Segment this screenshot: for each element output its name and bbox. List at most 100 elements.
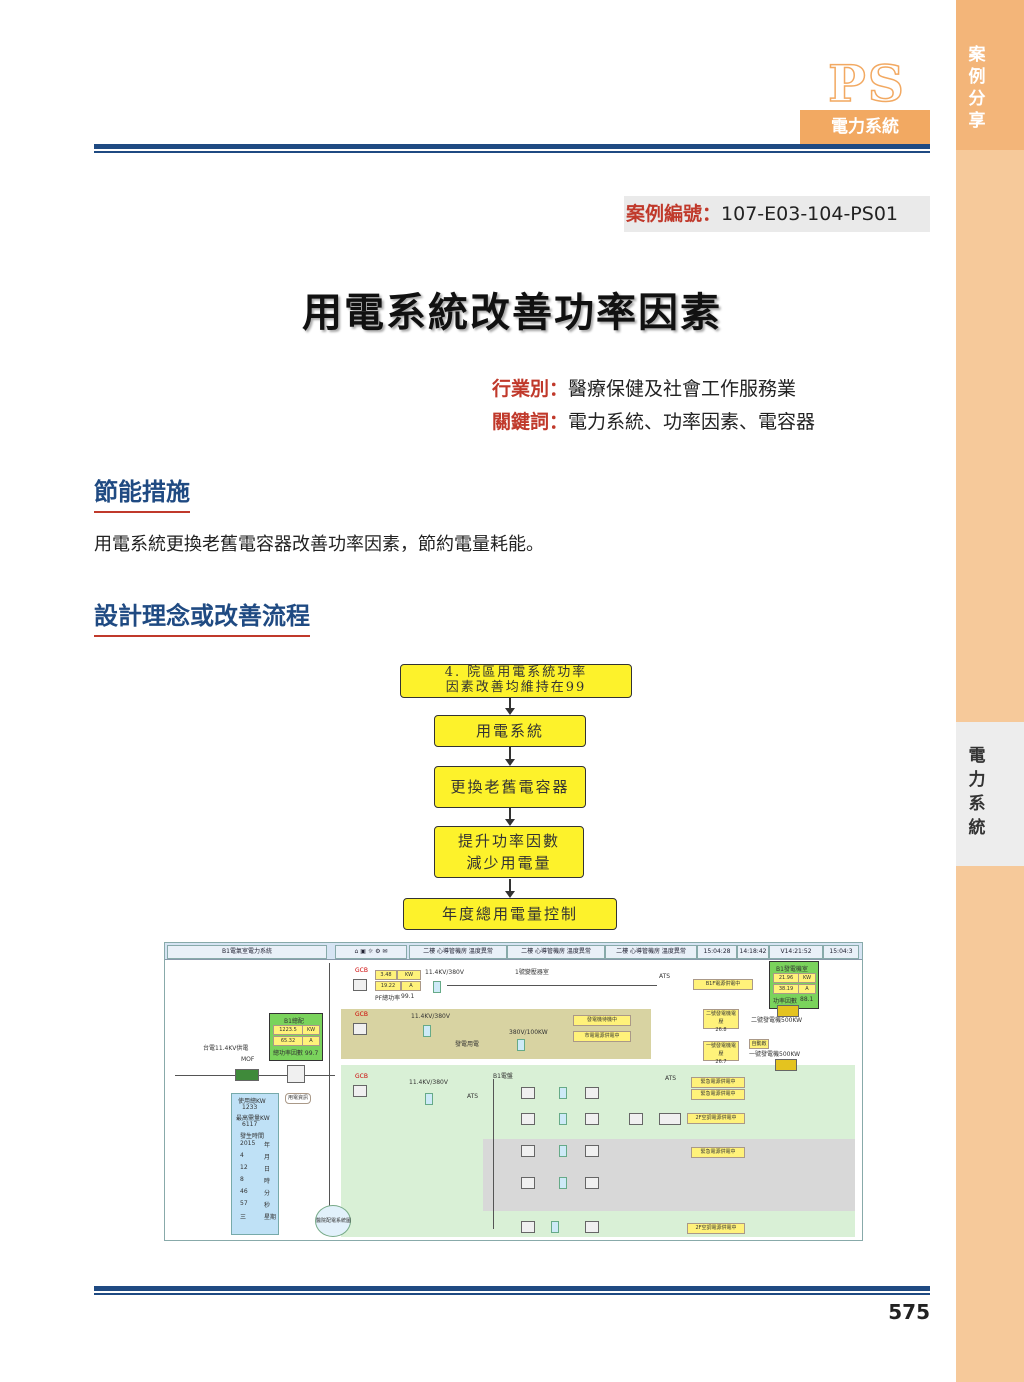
scada-info-row-value: 12 <box>240 1164 248 1171</box>
scada-transformer-2 <box>423 1025 431 1037</box>
scada-dist-bus <box>493 1079 494 1229</box>
flow-arrow-3 <box>509 807 511 820</box>
flow-arrow-1 <box>509 697 511 709</box>
case-number-key: 案例編號： <box>626 203 722 225</box>
scada-dist-cap-1 <box>559 1087 567 1099</box>
scada-gen2-label: 二號發電機500KW <box>751 1017 803 1024</box>
scada-dist-cap-4 <box>559 1177 567 1189</box>
scada-info-label-1: 使用總KW <box>238 1098 266 1105</box>
keywords-key: 關鍵詞： <box>492 411 569 433</box>
scada-detail-button[interactable]: 用電資訊 <box>285 1093 311 1104</box>
scada-b1-main-kw: 1223.5 <box>273 1025 303 1035</box>
scada-gen1-icon[interactable] <box>775 1059 797 1071</box>
scada-grid-in: 台電11.4KV供電 <box>203 1045 249 1052</box>
scada-main-bus <box>329 963 330 1233</box>
scada-gcb3-switch[interactable] <box>353 1085 367 1097</box>
scada-gen1-reading: 一號發電機電壓 26.7 <box>703 1041 739 1065</box>
scada-gcb1-v2: 19.22 <box>375 981 401 991</box>
flow-box-4-line1: 提升功率因數 <box>457 832 560 850</box>
scada-dist-switch-2[interactable] <box>585 1087 599 1099</box>
scada-info-row-value: 8 <box>240 1176 244 1183</box>
section-design-title: 設計理念或改善流程 <box>94 596 310 637</box>
scada-info-row-value: 4 <box>240 1152 244 1159</box>
scada-v1-label: 1號變壓器室 <box>515 969 549 976</box>
scada-b1-main-title: B1總配 <box>284 1018 304 1025</box>
scada-dist-switch-9[interactable] <box>585 1177 599 1189</box>
scada-gcb1-switch[interactable] <box>353 979 367 991</box>
scada-info-row-value: 57 <box>240 1200 248 1207</box>
scada-info-row-value: 46 <box>240 1188 248 1195</box>
section-measures-title: 節能措施 <box>94 472 190 513</box>
side-tab-power-system[interactable] <box>956 722 1024 866</box>
industry-key: 行業別： <box>492 378 569 400</box>
scada-time-2: 14:18:42 <box>737 945 769 959</box>
scada-gen2-icon[interactable] <box>777 1005 799 1017</box>
scada-grey-area <box>483 1139 855 1211</box>
scada-dist-switch-3[interactable] <box>521 1113 535 1125</box>
scada-line-1 <box>447 985 657 986</box>
scada-gen-panel: B1發電機室 21.96 KW 38.19 A 功率因數 88.1 <box>769 961 819 1009</box>
scada-info-row-value: 2015 <box>240 1140 256 1147</box>
side-tab-case-share[interactable] <box>956 0 1024 150</box>
scada-window-title: B1電氣室電力系統 <box>167 945 327 959</box>
scada-gcb1-pf: 99.1 <box>401 993 415 1000</box>
scada-gen-pf: 88.1 <box>800 996 814 1003</box>
scada-dist-switch-4[interactable] <box>585 1113 599 1125</box>
scada-gcb2-switch[interactable] <box>353 1023 367 1035</box>
scada-dist-switch-8[interactable] <box>521 1177 535 1189</box>
scada-dist-row-2: 緊急電源供電中 <box>691 1089 745 1100</box>
scada-ats-low: ATS <box>665 1075 677 1082</box>
scada-dist-switch-10[interactable] <box>521 1221 535 1233</box>
scada-tab-3[interactable]: 二樓 心導管機房 溫度異常 <box>605 945 697 959</box>
scada-info-label-3: 發生時間 <box>240 1133 265 1140</box>
keywords-line: 關鍵詞：電力系統、功率因素、電容器 <box>492 407 815 434</box>
scada-dist-cap-2 <box>559 1113 567 1125</box>
flow-arrow-head-3 <box>505 819 515 826</box>
scada-dist-row-1: 緊急電源供電中 <box>691 1077 745 1088</box>
flow-arrow-head-1 <box>505 708 515 715</box>
scada-gen-pf-label: 功率因數 <box>773 998 798 1005</box>
scada-gen1-label: 一號發電機500KW <box>749 1051 801 1058</box>
page-number: 575 <box>888 1300 930 1324</box>
scada-gen-panel-title: B1發電機室 <box>776 966 808 973</box>
scada-v2-cap: 380V/100KW <box>509 1029 548 1036</box>
scada-gcb1-label: GCB <box>355 967 368 974</box>
case-number-value: 107-E03-104-PS01 <box>721 203 898 225</box>
scada-round-button[interactable]: 醫院配電系統圖 <box>315 1205 351 1237</box>
scada-gen2-reading-value: 26.8 <box>715 1027 727 1033</box>
scada-gen-a-u: A <box>798 984 816 994</box>
scada-dist-switch-11[interactable] <box>585 1221 599 1233</box>
scada-tab-2[interactable]: 二樓 心導管機房 溫度異常 <box>507 945 605 959</box>
scada-transformer-1 <box>433 981 441 993</box>
ps-logo: PS <box>827 54 906 113</box>
scada-normal-feed: 市電電源供電中 <box>573 1031 631 1042</box>
scada-v3: 11.4KV/380V <box>409 1079 448 1086</box>
scada-standby: 發電機待機中 <box>573 1015 631 1026</box>
scada-dist-switch-5[interactable] <box>629 1113 643 1125</box>
scada-info-row-unit: 星期 <box>264 1214 277 1221</box>
scada-topbar: B1電氣室電力系統 ⌂ ▣ ☼ ⚙ ✉ 二樓 心導管機房 溫度異常 二樓 心導管… <box>165 943 862 960</box>
scada-toolbar-icons[interactable]: ⌂ ▣ ☼ ⚙ ✉ <box>335 945 407 959</box>
scada-dist-switch-7[interactable] <box>585 1145 599 1157</box>
scada-tab-1[interactable]: 二樓 心導管機房 溫度異常 <box>409 945 507 959</box>
scada-main-breaker[interactable] <box>287 1065 305 1083</box>
scada-info-label-2: 最高需量KW <box>236 1115 270 1122</box>
scada-info-row-unit: 年 <box>264 1142 271 1149</box>
scada-dist-switch-1[interactable] <box>521 1087 535 1099</box>
scada-mof-box <box>235 1069 259 1081</box>
scada-b1-main-a-u: A <box>302 1036 320 1046</box>
scada-gcb2-label: GCB <box>355 1011 368 1018</box>
scada-b1-supply: B1F電源供電中 <box>693 979 753 990</box>
scada-gen1-state[interactable]: 自動啟 <box>749 1039 769 1049</box>
case-number-box: 案例編號：107-E03-104-PS01 <box>624 196 930 232</box>
scada-info-row-unit: 時 <box>264 1178 271 1185</box>
industry-value: 醫療保健及社會工作服務業 <box>568 378 797 400</box>
scada-dist-switch-6[interactable] <box>521 1145 535 1157</box>
scada-info-row-unit: 月 <box>264 1154 271 1161</box>
header-rule-thin <box>94 151 930 153</box>
header-rule <box>94 144 930 149</box>
flow-box-1-line2: 因素改善均維持在99 <box>445 680 587 695</box>
scada-capacitor-1 <box>517 1039 525 1051</box>
scada-b1-main-panel: B1總配 1223.5 KW 65.32 A 總功率因數 99.7 <box>269 1013 323 1061</box>
